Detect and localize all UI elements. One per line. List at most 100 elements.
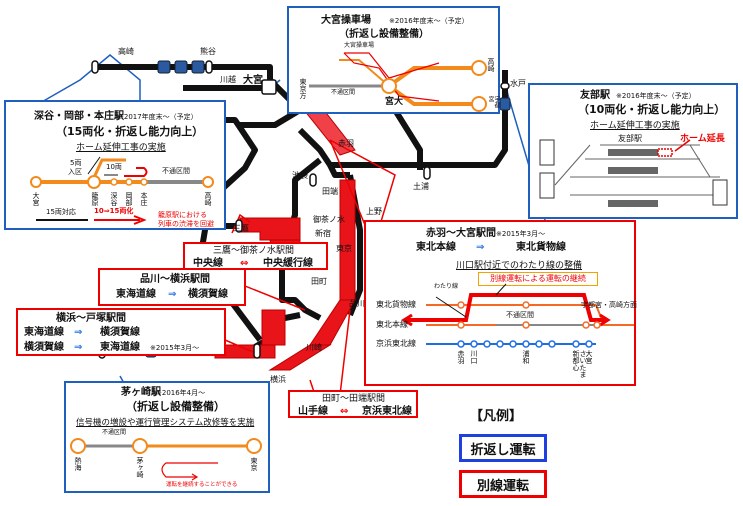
mitaka-callout-connector: [231, 213, 251, 234]
station-label-ikebukuro: 池袋: [292, 171, 308, 180]
station-label-omiya: 大宮: [243, 75, 263, 86]
fukaya-five-cars: 5両: [70, 159, 82, 167]
akabane-callout: 別線運転による運転の継続: [478, 272, 598, 286]
fukaya-note: ※2017年度末～（予定）: [118, 113, 198, 121]
nambu-line: [227, 298, 263, 342]
akabane-diagram: [401, 283, 634, 348]
akabane-arrow: ⇒: [476, 242, 485, 253]
tabata-tokyo-section: [339, 179, 356, 301]
fukaya-ten-cars: 10両: [106, 163, 122, 171]
station-yokohama: [253, 343, 261, 359]
chigasaki-work: 信号機の増設や運行管理システム改修等を実施: [76, 418, 255, 428]
station-takasaki: [91, 60, 99, 74]
tomobe-panel: 友部駅 ※2016年度末～（予定） （10両化・折返し能力向上） ホーム延伸工事…: [528, 83, 738, 219]
turnback-marker-tomobe: [499, 97, 511, 111]
chigasaki-title: 茅ヶ崎駅: [121, 387, 161, 398]
akabane-crossover: わたり線: [434, 283, 459, 290]
akabane-station: 浦和: [522, 350, 530, 364]
omiya-yard-label: 大宮操車場: [344, 42, 375, 49]
shinagawa-title: 品川～横浜駅間: [140, 274, 210, 285]
fukaya-station: 高崎: [204, 192, 212, 206]
saikyo-line: [297, 127, 350, 178]
omiya-yard-subtitle: （折返し設備整備）: [339, 29, 429, 40]
station-label-tabata: 田端: [322, 187, 338, 196]
chigasaki-continue: 運転を継続することができる: [166, 482, 238, 488]
station-tsuchiura: [423, 166, 431, 180]
yokohama-row1-from: 東海道線: [24, 327, 64, 338]
shinagawa-from-line: 東海道線: [116, 289, 156, 300]
station-label-kawagoe: 川越: [220, 75, 236, 84]
akabane-station: 川口: [470, 350, 478, 364]
tomobe-diagram: [539, 139, 728, 207]
chigasaki-station: 熱海: [74, 457, 82, 471]
chigasaki-station: 東京: [250, 457, 258, 471]
tamachi-to-line: 京浜東北線: [362, 406, 412, 417]
omiya-yard-diagram: [309, 52, 487, 112]
akabane-callout-connector: [329, 139, 396, 226]
akabane-line-label: 東北貨物線: [376, 300, 416, 309]
tomobe-note: ※2016年度末～（予定）: [616, 92, 696, 100]
akabane-title: 赤羽～大宮駅間: [426, 228, 496, 239]
station-label-kumagaya: 熊谷: [200, 47, 216, 56]
yokosuka-south: [261, 309, 286, 346]
fukaya-station: 岡部: [125, 192, 133, 206]
shinagawa-to-line: 横須賀線: [188, 289, 228, 300]
station-label-tokyo: 東京: [336, 244, 352, 253]
mitaka-ochanomizu-panel: 三鷹～御茶ノ水駅間 中央線 ⇔ 中央緩行線: [183, 242, 328, 270]
chigasaki-panel: 茅ヶ崎駅 ※2016年4月～ （折返し設備整備） 信号機の増設や運行管理システム…: [64, 381, 270, 493]
mitaka-to-line: 中央緩行線: [263, 258, 313, 269]
akabane-note: ※2015年3月～: [496, 230, 546, 238]
station-label-tamachi: 田町: [311, 277, 327, 286]
omiya-yard-panel: 大宮操車場 ※2016年度末～（予定） （折返し設備整備） 大宮操車場 東京方 …: [287, 6, 500, 114]
yokohama-title: 横浜～戸塚駅間: [56, 313, 126, 324]
station-label-yokohama: 横浜: [270, 375, 286, 384]
shinagawa-arrow: ⇒: [168, 289, 177, 300]
takasaki-line: [95, 64, 273, 85]
legend-alternate: 別線運転: [459, 470, 547, 498]
fukaya-title: 深谷・岡部・本庄駅: [34, 111, 124, 122]
station-label-ueno: 上野: [366, 207, 382, 216]
chigasaki-station: 茅ヶ崎: [136, 457, 144, 478]
fukaya-station: 深谷: [110, 192, 118, 206]
station-mito: [500, 82, 510, 90]
mitaka-arrow: ⇔: [240, 258, 249, 269]
station-label-takasaki: 高崎: [118, 47, 134, 56]
akabane-station: 赤羽: [457, 350, 465, 364]
fukaya-diagram: [30, 156, 214, 225]
tomobe-extension: ホーム延長: [680, 134, 725, 144]
station-label-mitaka: 三鷹: [233, 224, 249, 233]
tomobe-station-label: 友部駅: [618, 134, 642, 143]
shinagawa-yokohama-panel: 品川～横浜駅間 東海道線 ⇒ 横須賀線: [98, 268, 246, 306]
fukaya-panel: 深谷・岡部・本庄駅 ※2017年度末～（予定） （15両化・折返し能力向上） ホ…: [4, 100, 226, 230]
fukaya-congestion: 列車の渋滞を回避: [158, 220, 214, 228]
legend-turnback: 折返し運転: [459, 434, 547, 462]
omiya-yard-note: ※2016年度末～（予定）: [389, 17, 469, 25]
akabane-from-line: 東北本線: [416, 242, 456, 253]
station-label-ochanomizu: 御茶ノ水: [313, 215, 345, 224]
turnback-marker-fukaya: [157, 60, 171, 74]
yokohama-row2-note: ※2015年3月～: [150, 344, 200, 352]
fukaya-work: ホーム延伸工事の実施: [76, 143, 166, 153]
tamachi-tabata-panel: 田町～田端駅間 山手線 ⇔ 京浜東北線: [288, 390, 418, 418]
chigasaki-note: ※2016年4月～: [156, 389, 206, 397]
station-ikebukuro: [309, 173, 317, 187]
akabane-omiya-panel: 赤羽～大宮駅間 ※2015年3月～ 東北本線 ⇒ 東北貨物線 川口駅付近でのわた…: [364, 220, 637, 386]
yokohama-row2-to: 東海道線: [100, 342, 140, 353]
chigasaki-no-service: 不通区間: [102, 429, 127, 436]
akabane-callout-connector-2: [329, 139, 366, 226]
fukaya-congestion: 籠原駅における: [158, 211, 207, 219]
tomobe-title: 友部駅: [580, 90, 610, 101]
station-omiya: [261, 79, 277, 95]
tamachi-arrow: ⇔: [340, 406, 349, 417]
tamachi-from-line: 山手線: [298, 406, 328, 417]
fukaya-enter-yard: 入区: [68, 168, 82, 176]
fukaya-connector: [39, 54, 141, 104]
omiya-yard-no-service: 不通区間: [331, 89, 356, 96]
tomobe-work: ホーム延伸工事の実施: [590, 121, 680, 131]
mitaka-title: 三鷹～御茶ノ水駅間: [213, 246, 295, 256]
akabane-direction: 宇都宮・高崎方面: [581, 301, 637, 309]
chigasaki-diagram: [70, 438, 262, 481]
turnback-marker-okabe: [174, 60, 188, 74]
yokohama-row1-arrow: ⇒: [74, 327, 83, 338]
station-label-kawasaki: 川崎: [306, 343, 322, 352]
